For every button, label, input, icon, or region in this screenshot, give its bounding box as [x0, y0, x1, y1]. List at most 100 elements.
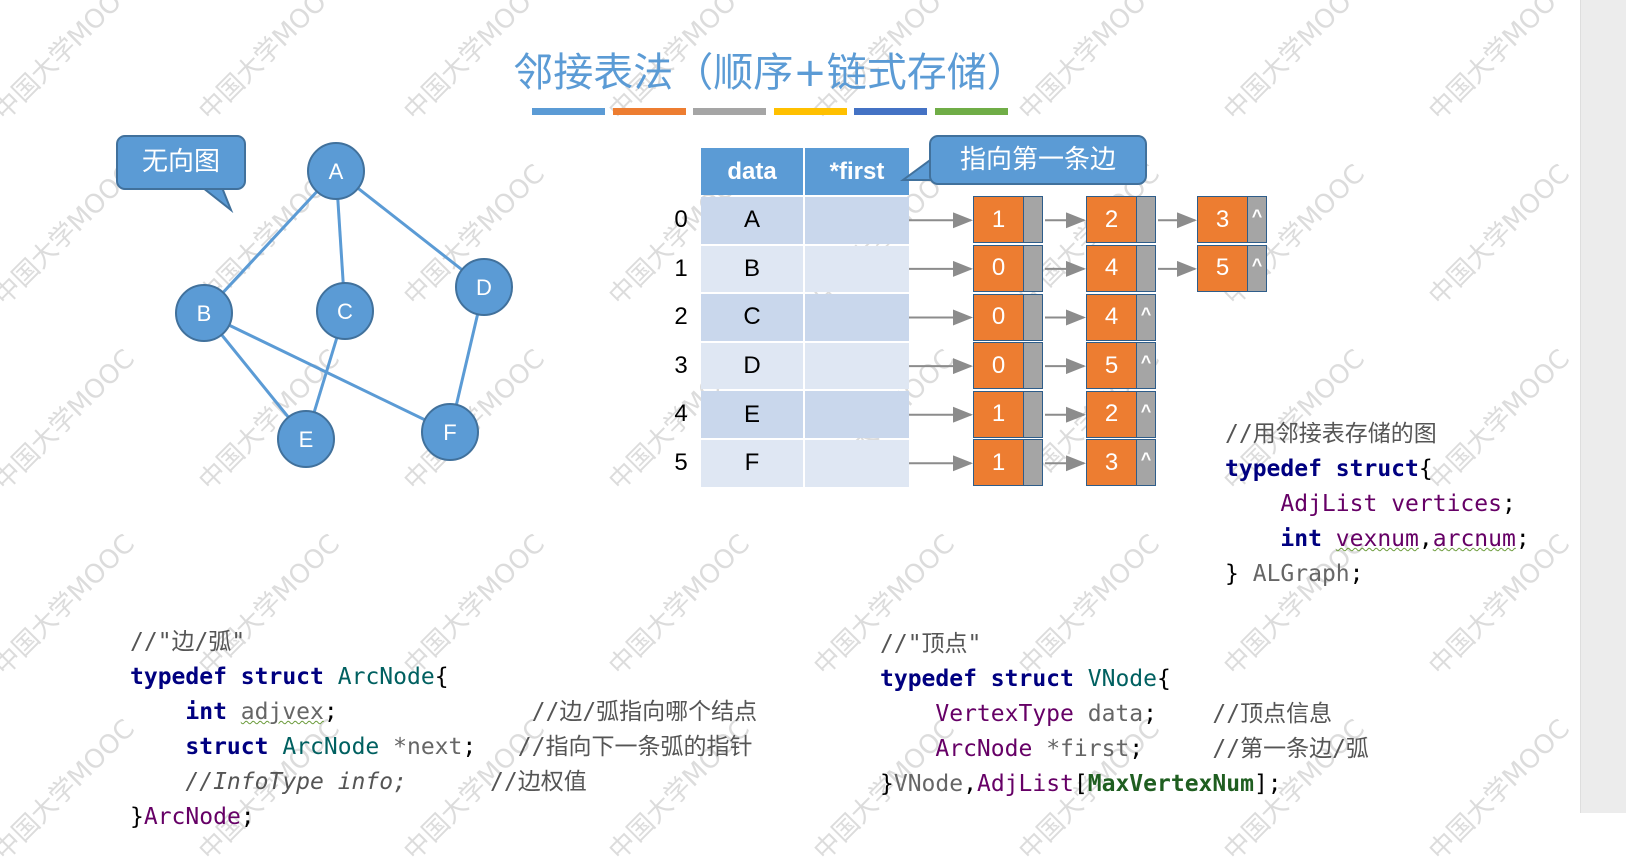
arc-node-adjvex: 4 — [1087, 294, 1136, 340]
code-comment: //边/弧指向哪个结点 — [531, 699, 758, 725]
code-punct: ]; — [1253, 771, 1282, 797]
title-accent-bar — [693, 108, 766, 115]
watermark: 中国大学MOOC — [0, 529, 141, 682]
code-punct: ; — [1515, 526, 1530, 552]
scrollbar-track[interactable] — [1580, 0, 1626, 813]
arc-node-adjvex: 2 — [1087, 197, 1136, 243]
code-keyword: typedef — [1225, 456, 1322, 482]
title-accent-bar — [612, 108, 686, 115]
code-punct: { — [1418, 456, 1433, 482]
arc-node: 0 — [973, 244, 1043, 292]
table-header-data: data — [701, 148, 803, 195]
table-cell-first — [805, 440, 909, 487]
code-field: vexnum — [1335, 526, 1419, 552]
arc-node-adjvex: 0 — [974, 294, 1023, 340]
arc-node: 3^ — [1197, 196, 1267, 244]
code-keyword: struct — [240, 664, 324, 690]
code-punct: ; — [1143, 701, 1157, 727]
table-cell-data: B — [701, 245, 803, 293]
graph-vertex-label: F — [443, 420, 456, 445]
arc-node-next: ^ — [1247, 197, 1266, 243]
table-row-index: 2 — [674, 303, 688, 331]
table-cell-data: C — [701, 294, 803, 341]
arc-node-adjvex: 0 — [974, 343, 1023, 389]
graph-vertex-A — [307, 142, 365, 200]
arc-node: 3^ — [1086, 439, 1156, 487]
code-field: *next — [393, 734, 463, 760]
code-punct: [ — [1073, 771, 1088, 797]
title-accent-bar — [934, 108, 1008, 115]
table-row-index: 3 — [674, 351, 688, 379]
code-comment: //边权值 — [490, 769, 587, 795]
graph-edge-A-B — [202, 169, 338, 315]
arc-node-next: ^ — [1136, 391, 1155, 437]
watermark: 中国大学MOOC — [1423, 159, 1576, 312]
table-cell-first — [805, 245, 909, 293]
code-type: ArcNode — [337, 664, 435, 690]
graph-vertex-label: C — [337, 299, 353, 324]
arc-node: 0 — [973, 293, 1043, 341]
arc-node: 1 — [973, 196, 1043, 244]
graph-vertex-label: D — [476, 275, 492, 300]
code-keyword: struct — [990, 666, 1074, 692]
arc-node-next — [1136, 197, 1155, 243]
code-comment: //顶点信息 — [1212, 701, 1333, 727]
arc-node-adjvex: 5 — [1198, 245, 1247, 291]
code-typename: ALGraph — [1252, 561, 1350, 587]
arc-node-next — [1023, 440, 1042, 486]
table-cell-first — [805, 294, 909, 341]
code-field: adjvex — [240, 699, 324, 725]
table-row-index: 0 — [674, 206, 688, 233]
code-punct: , — [1418, 526, 1433, 552]
code-type: AdjList — [1280, 491, 1378, 517]
code-keyword: struct — [185, 734, 269, 760]
arc-node-next — [1136, 245, 1155, 291]
code-field: data — [1087, 701, 1144, 727]
arc-node-adjvex: 4 — [1087, 245, 1136, 291]
table-cell-data: E — [701, 391, 803, 438]
code-punct: ; — [240, 804, 255, 830]
table-cell-first — [805, 197, 909, 244]
arc-node-next: ^ — [1136, 440, 1155, 486]
code-field: vertices — [1391, 491, 1502, 517]
code-punct: } — [1225, 561, 1239, 587]
algraph-comment: //用邻接表存储的图 — [1225, 421, 1437, 447]
graph-vertex-label: E — [299, 427, 314, 452]
arc-node-adjvex: 1 — [974, 391, 1023, 437]
code-type: VNode — [1087, 666, 1157, 692]
arc-node-next — [1023, 391, 1042, 437]
arc-node-next — [1023, 197, 1042, 243]
code-type: ArcNode — [935, 736, 1033, 762]
graph-edge-A-D — [335, 169, 485, 289]
graph-vertex-label: B — [197, 301, 212, 326]
code-punct: ; — [1349, 561, 1364, 587]
table-cell-first — [805, 391, 909, 438]
arc-node-adjvex: 2 — [1087, 391, 1136, 437]
title-accent-bar — [854, 108, 927, 115]
graph-vertex-B — [175, 284, 233, 342]
code-keyword: typedef — [880, 666, 977, 692]
code-punct: } — [880, 771, 894, 797]
code-keyword: struct — [1335, 456, 1419, 482]
title-accent-bar — [532, 108, 605, 115]
arc-node: 0 — [973, 342, 1043, 390]
watermark: 中国大学MOOC — [1423, 714, 1576, 867]
code-type: AdjList — [976, 771, 1074, 797]
code-keyword: typedef — [130, 664, 227, 690]
arc-node-next — [1023, 343, 1042, 389]
arc-node-adjvex: 5 — [1087, 343, 1136, 389]
graph-vertex-D — [455, 258, 513, 316]
code-typename: VNode — [893, 771, 964, 797]
arc-node: 4^ — [1086, 293, 1156, 341]
code-keyword: int — [185, 699, 227, 725]
table-cell-data: D — [701, 342, 803, 390]
code-field: *first — [1046, 736, 1130, 762]
table-cell-first — [805, 342, 909, 390]
title-accent-bar — [773, 108, 847, 115]
graph-vertex-C — [316, 282, 374, 340]
arc-node-next — [1023, 294, 1042, 340]
arcnode-comment: //"边/弧" — [130, 629, 246, 655]
arc-node: 2^ — [1086, 390, 1156, 438]
